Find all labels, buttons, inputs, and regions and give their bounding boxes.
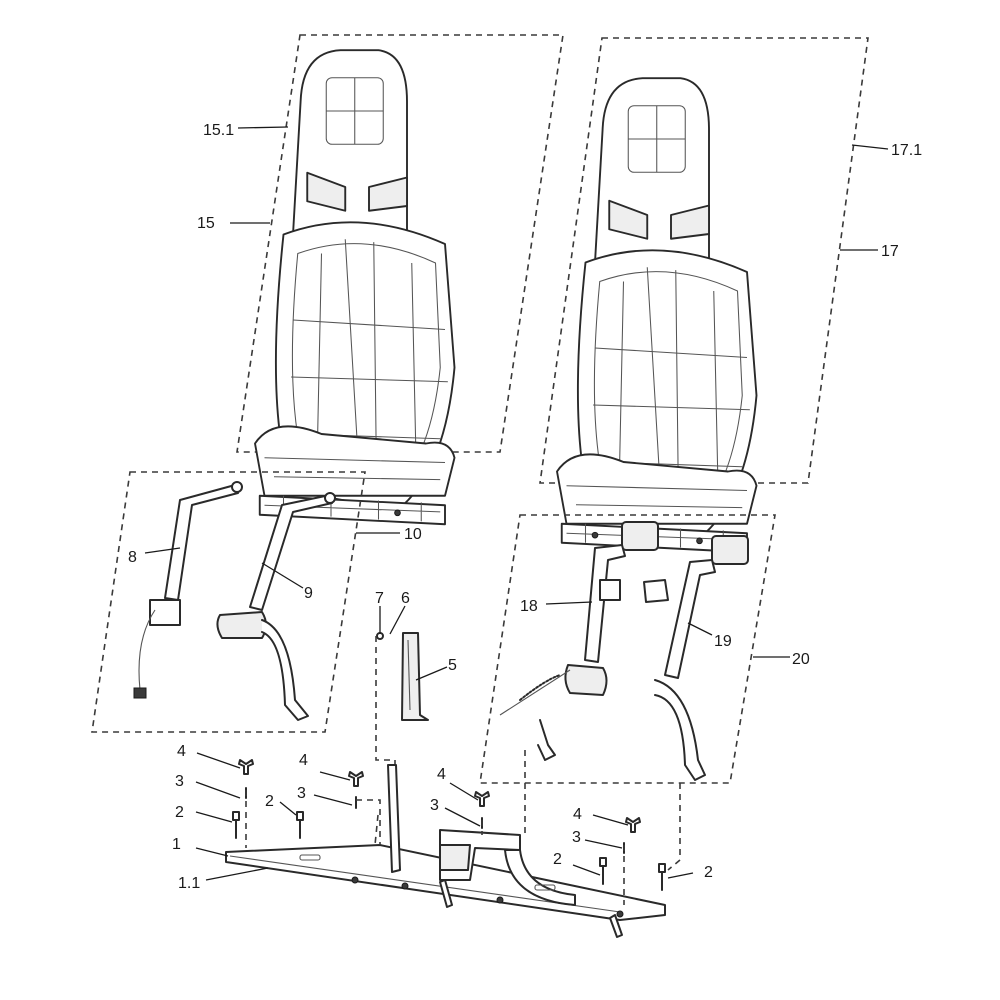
callout-17-1: 17.1 bbox=[891, 142, 922, 159]
callout-4-left: 4 bbox=[177, 743, 186, 760]
callout-6: 6 bbox=[401, 590, 410, 607]
callout-4-right: 4 bbox=[573, 806, 582, 823]
callout-20: 20 bbox=[792, 651, 810, 668]
left-seat-group-box bbox=[236, 34, 564, 453]
fasteners bbox=[232, 750, 681, 905]
callout-3-middle: 3 bbox=[430, 797, 439, 814]
front-seat-belts bbox=[91, 471, 366, 733]
callout-5: 5 bbox=[448, 657, 457, 674]
callout-1: 1 bbox=[172, 836, 181, 853]
callout-7: 7 bbox=[375, 590, 384, 607]
right-seat-group-box bbox=[539, 37, 869, 484]
callout-3-right: 3 bbox=[572, 829, 581, 846]
belt-group-box-20 bbox=[479, 514, 776, 784]
callout-1-1: 1.1 bbox=[178, 875, 200, 892]
callout-15-1: 15.1 bbox=[203, 122, 234, 139]
callout-2-right: 2 bbox=[553, 851, 562, 868]
callout-labels: 15.1 15 17.1 17 8 9 10 7 6 5 18 19 20 4 … bbox=[128, 122, 922, 892]
callout-17: 17 bbox=[881, 243, 899, 260]
left-seat-assembly bbox=[236, 34, 564, 526]
seat-frame-1 bbox=[225, 764, 666, 938]
callout-2-left: 2 bbox=[175, 804, 184, 821]
callout-9: 9 bbox=[304, 585, 313, 602]
callout-10: 10 bbox=[404, 526, 422, 543]
callout-2-midleft: 2 bbox=[265, 793, 274, 810]
callout-19: 19 bbox=[714, 633, 732, 650]
callout-4-middle: 4 bbox=[437, 766, 446, 783]
callout-3-left: 3 bbox=[175, 773, 184, 790]
leader-lines bbox=[144, 126, 889, 881]
callout-3-midleft: 3 bbox=[297, 785, 306, 802]
callout-18: 18 bbox=[520, 598, 538, 615]
right-seat-assembly bbox=[539, 37, 869, 554]
callout-8: 8 bbox=[128, 549, 137, 566]
callout-2-farright: 2 bbox=[704, 864, 713, 881]
callout-15: 15 bbox=[197, 215, 215, 232]
rear-seat-belts bbox=[479, 514, 776, 784]
belt-group-box-10 bbox=[91, 471, 366, 733]
bracket-5-assembly bbox=[375, 632, 429, 810]
callout-4-midleft: 4 bbox=[299, 752, 308, 769]
